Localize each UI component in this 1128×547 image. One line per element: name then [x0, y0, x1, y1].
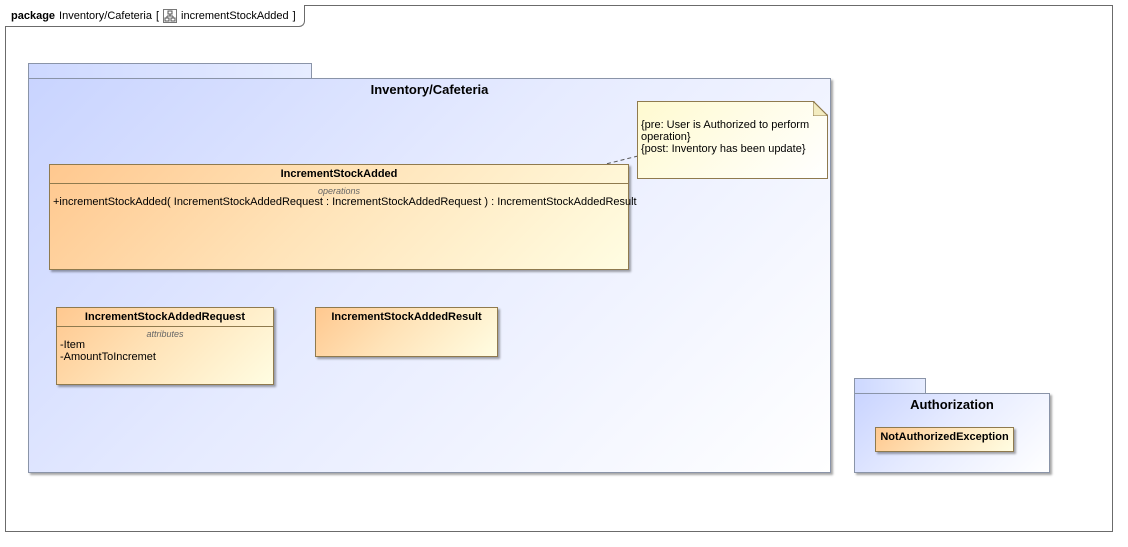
note-post-condition: {post: Inventory has been update}	[641, 143, 806, 155]
frame-open-bracket: [	[155, 9, 160, 22]
note-pre-condition: {pre: User is Authorized to perform oper…	[641, 119, 810, 143]
constraint-note[interactable]: {pre: User is Authorized to perform oper…	[637, 101, 828, 179]
compartment-label: attributes	[146, 329, 184, 339]
attribute-item[interactable]: -Item	[60, 339, 86, 351]
compartment-label: operations	[317, 186, 361, 196]
operation-increment-stock-added[interactable]: +incrementStockAdded( IncrementStockAdde…	[53, 196, 637, 208]
frame-close-bracket: ]	[292, 9, 296, 22]
note-fold-corner	[813, 101, 828, 116]
package-tab-cafeteria	[28, 63, 312, 79]
diagram-frame-header: package Inventory/Cafeteria [ incrementS…	[5, 5, 305, 27]
class-diagram-icon	[163, 8, 178, 23]
class-name: IncrementStockAddedResult	[331, 311, 482, 323]
frame-path: Inventory/Cafeteria	[59, 9, 152, 22]
package-tab-authorization	[854, 378, 926, 394]
diagram-frame	[5, 5, 1113, 532]
note-connector	[605, 155, 639, 165]
class-name: NotAuthorizedException	[880, 431, 1009, 443]
class-increment-stock-added-request[interactable]: IncrementStockAddedRequest attributes -I…	[56, 307, 274, 385]
frame-keyword: package	[11, 9, 56, 22]
class-increment-stock-added-result[interactable]: IncrementStockAddedResult	[315, 307, 498, 357]
frame-diagram-name: incrementStockAdded	[181, 9, 289, 22]
class-divider	[50, 183, 628, 184]
class-name: IncrementStockAddedRequest	[84, 311, 246, 323]
class-not-authorized-exception[interactable]: NotAuthorizedException	[875, 427, 1014, 452]
package-name: Inventory/Cafeteria	[370, 82, 489, 97]
class-name: IncrementStockAdded	[280, 168, 398, 180]
package-name: Authorization	[910, 397, 994, 412]
class-increment-stock-added[interactable]: IncrementStockAdded operations +incremen…	[49, 164, 637, 270]
attribute-amount-to-incremet[interactable]: -AmountToIncremet	[60, 351, 156, 363]
class-divider	[57, 326, 273, 327]
